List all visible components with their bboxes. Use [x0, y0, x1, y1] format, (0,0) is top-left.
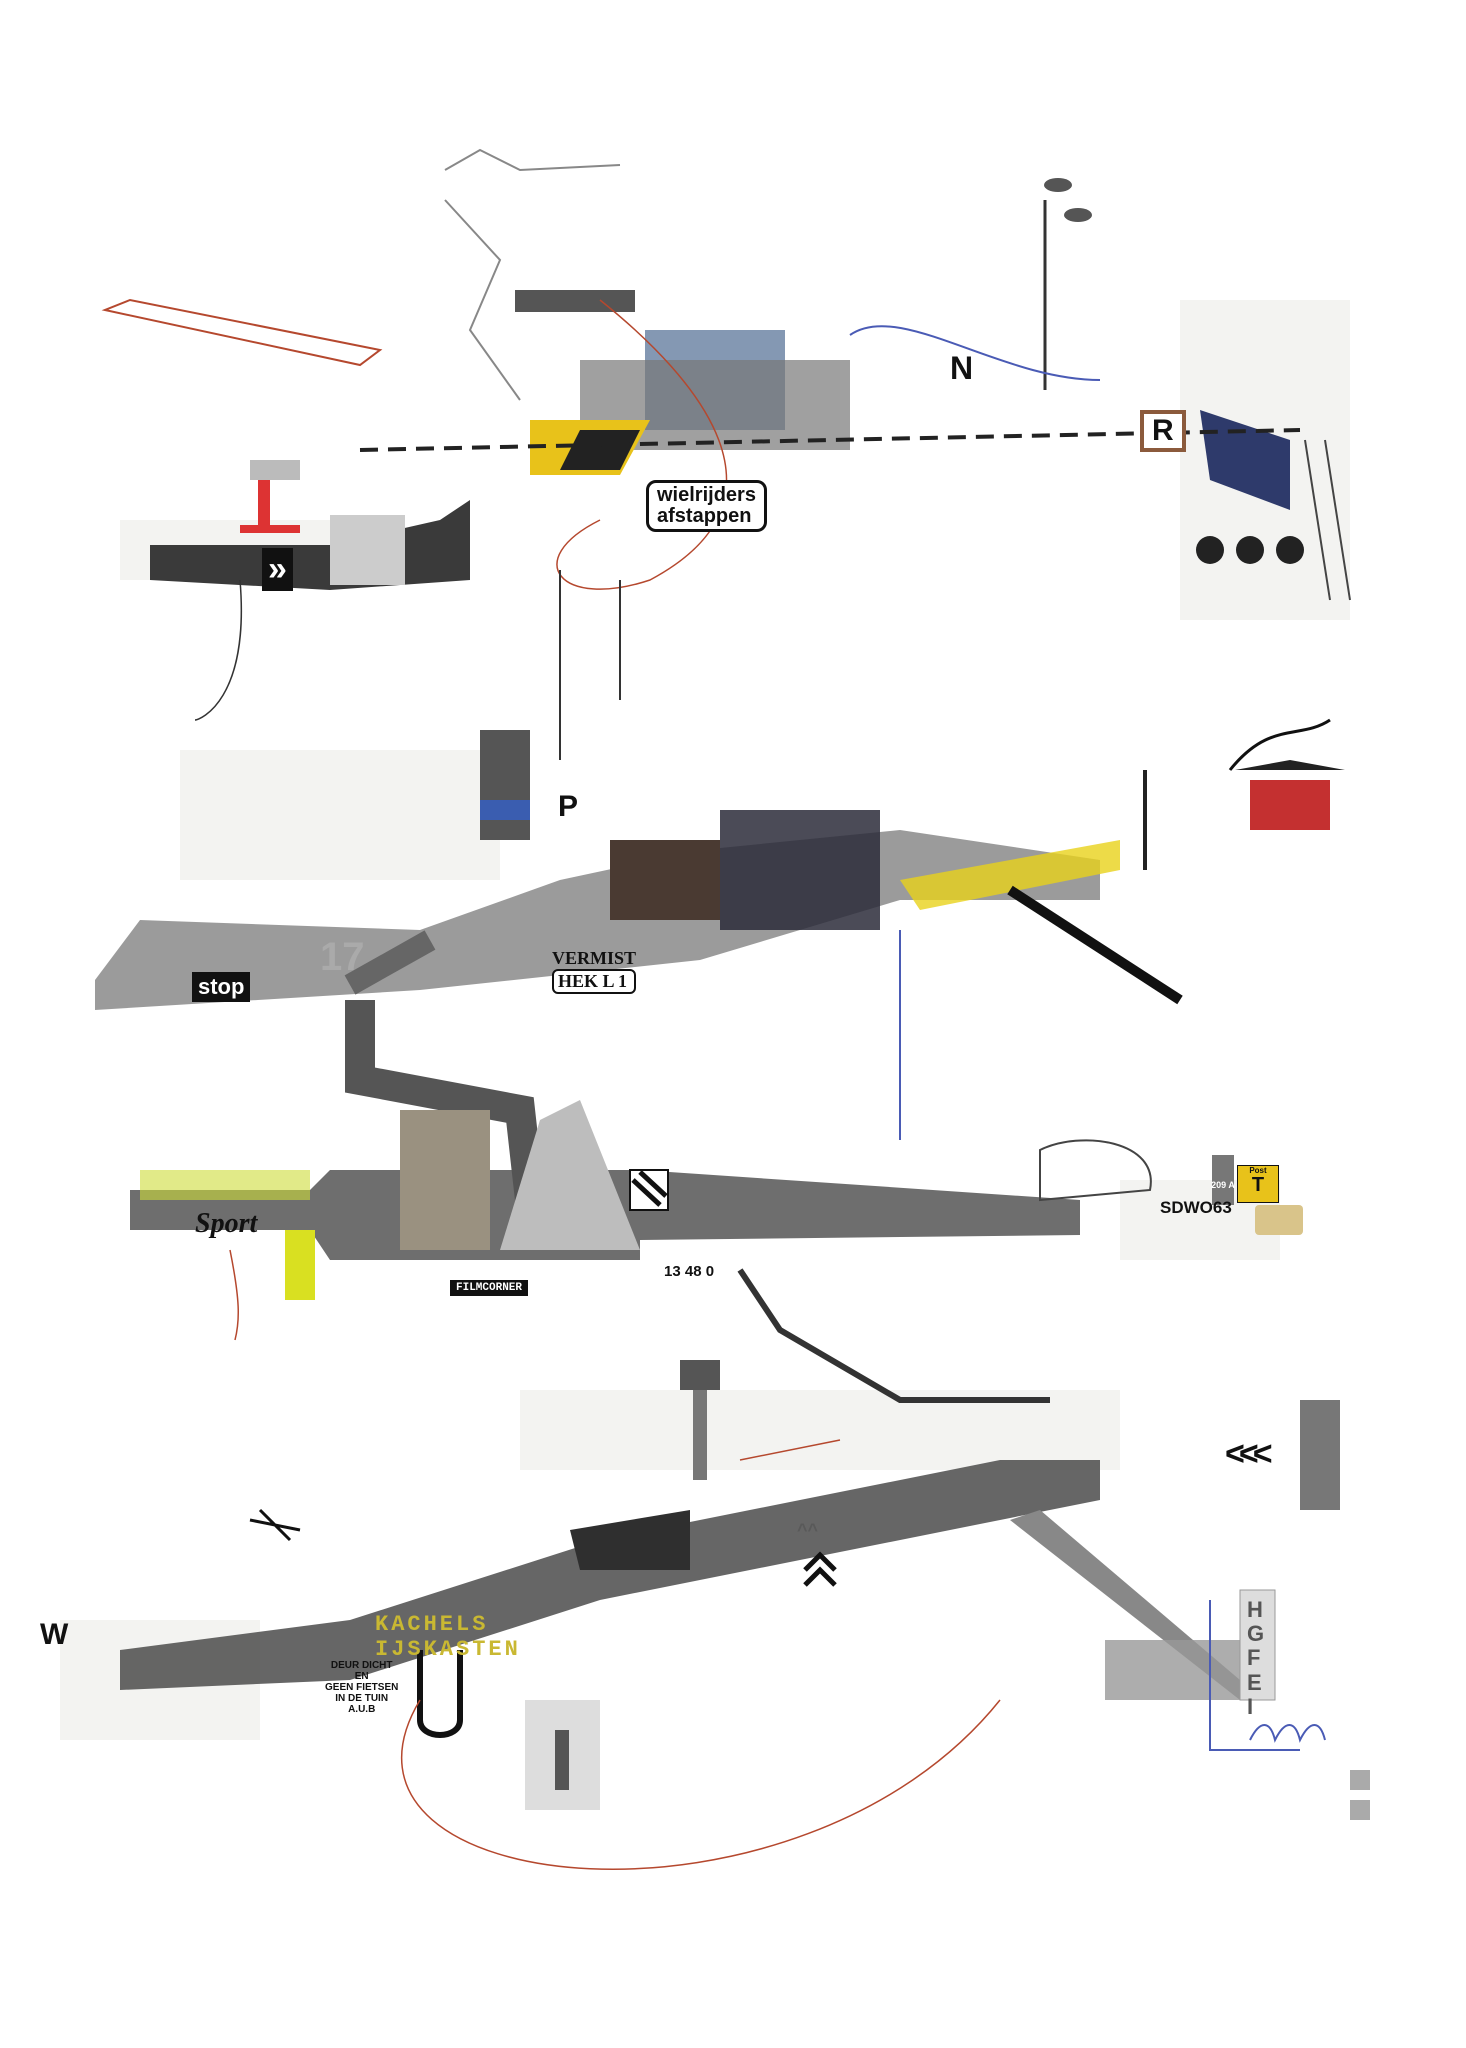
spiral-stair [345, 1000, 545, 1202]
scissors-icon [249, 1508, 301, 1542]
staircase-sketch [444, 148, 621, 401]
strip-2 [95, 718, 1345, 1202]
w-label: W [40, 1618, 69, 1651]
shop-line: KACHELS [375, 1612, 489, 1637]
sign-line: wielrijders [657, 484, 756, 506]
ramp-1 [150, 500, 470, 590]
north-label: N [950, 350, 974, 386]
red-building [1250, 780, 1330, 830]
wall-panel [330, 515, 405, 585]
number-plate: 13 48 0 [660, 1262, 719, 1281]
ruin-photo [400, 1110, 490, 1250]
bollard-post [1300, 1400, 1340, 1510]
post-letter: T [1251, 1174, 1265, 1196]
post-sign: Post T [1237, 1165, 1279, 1203]
chevrons-left-sign: <<< [1225, 1435, 1273, 1473]
u-turn-arrow [417, 1650, 463, 1738]
number-label: 17 [320, 935, 365, 979]
chevrons-up-text: ^^ [797, 1520, 819, 1540]
lime-panel [285, 1230, 315, 1300]
strip-4 [120, 1360, 1370, 1870]
red-crane [258, 480, 270, 530]
boat-sketch [1039, 1139, 1152, 1202]
black-beam [1007, 885, 1183, 1005]
filmcorner-label: FILMCORNER [450, 1280, 529, 1296]
strip-3 [130, 1100, 1303, 1403]
yellow-stripe-bridge [900, 840, 1120, 910]
sign-line: afstappen [657, 505, 752, 527]
gate-sign: VERMIST HEK L 1 [552, 948, 637, 994]
notice-line: DEUR DICHT [330, 1660, 393, 1671]
shop-line: IJSKASTEN [375, 1637, 521, 1662]
parking-label: P [558, 790, 579, 823]
blue-bridge [1200, 410, 1290, 510]
red-sketch-lamp [101, 298, 383, 367]
vertical-sign: HGFEI [1247, 1597, 1265, 1719]
post-small: Post [1249, 1166, 1267, 1175]
sport-label: Sport [195, 1208, 258, 1239]
notice-text: DEUR DICHT EN GEEN FIETSEN IN DE TUIN A.… [325, 1660, 398, 1715]
hangar [570, 1510, 690, 1570]
notice-line: GEEN FIETSEN [325, 1682, 399, 1693]
gate-line: HEK L 1 [552, 969, 637, 994]
dashed-line [359, 428, 1301, 452]
bike-dismount-sign: wielrijders afstappen [646, 480, 767, 532]
gate-line: VERMIST [552, 948, 637, 968]
lookout-tower [680, 1360, 720, 1390]
stop-sign: stop [192, 972, 251, 1002]
strip-1 [101, 148, 1351, 760]
shop-sign: KACHELS IJSKASTEN [375, 1612, 521, 1662]
code-label: SDWO63 [1160, 1198, 1232, 1217]
parking-sign: R [1140, 410, 1186, 452]
bollards [1196, 536, 1304, 564]
notice-line: IN DE TUIN [335, 1693, 389, 1704]
salt-box [1255, 1205, 1303, 1235]
chevron-sign: » [262, 548, 293, 591]
ramp-4 [120, 1460, 1100, 1690]
meter-label: 209 A [1211, 1180, 1235, 1190]
concrete-stairs [500, 1100, 640, 1250]
rail-line [737, 1268, 1050, 1403]
brown-house [610, 840, 720, 920]
meter-box [1212, 1155, 1234, 1205]
notice-line: A.U.B [348, 1704, 376, 1715]
chevron-up-icon [803, 1551, 837, 1587]
lime-overlay [140, 1170, 310, 1200]
roof-block [515, 290, 635, 312]
tower [480, 730, 530, 840]
notice-line: EN [354, 1671, 369, 1682]
ladder [1304, 439, 1351, 601]
coil-sketch [1249, 1724, 1326, 1743]
